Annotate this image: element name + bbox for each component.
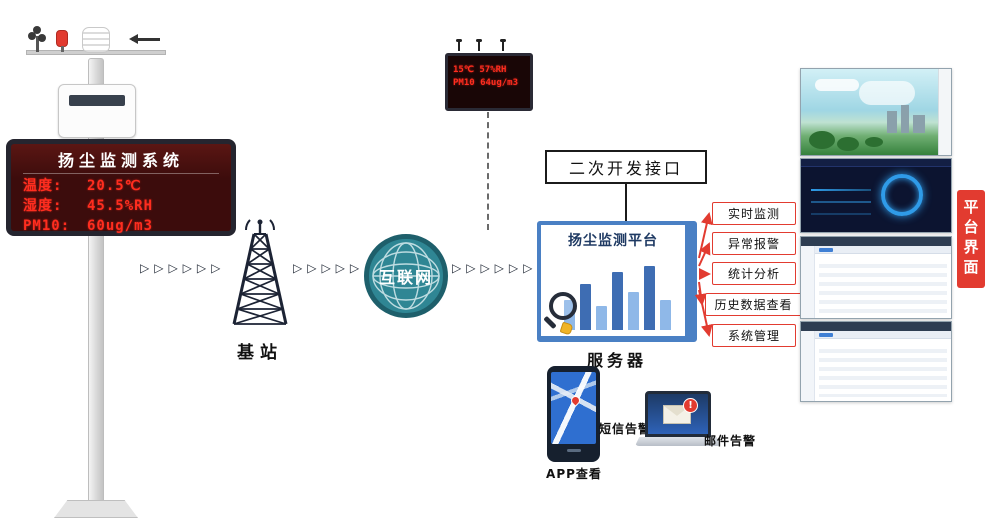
globe-meridians (372, 242, 440, 310)
api-connector-line (625, 184, 627, 221)
building-shape (887, 111, 897, 133)
reading-label: 温度: (23, 178, 63, 194)
display-title: 扬尘监测系统 (23, 147, 219, 174)
chart-bar (611, 272, 623, 330)
table-toolbar (801, 246, 951, 254)
api-interface-box: 二次开发接口 (545, 150, 707, 184)
chart-bar (579, 284, 591, 330)
alarm-beacon-icon (56, 30, 68, 47)
table-button-shape (819, 248, 833, 252)
server-label: 服务器 (586, 351, 647, 370)
reading-value: 60ug/m3 (87, 218, 154, 234)
sparkline-shape (811, 189, 871, 191)
cloud-shape (815, 79, 859, 91)
chart-bar (643, 266, 655, 330)
phone-home-button (566, 449, 581, 452)
cabinet-label-strip (69, 95, 125, 106)
chart-bar (595, 306, 607, 330)
phone-map-screen (551, 372, 596, 444)
phone-icon (547, 366, 600, 462)
side-panel-shape (938, 69, 951, 155)
function-box-history: 历史数据查看 (705, 293, 802, 316)
internet-label: 互联网 (378, 268, 433, 287)
anemometer-icon (28, 32, 36, 40)
internet-globe-icon: 互联网 (364, 234, 448, 318)
alarm-beacon-stem (61, 46, 64, 52)
station-pole-base (54, 500, 138, 518)
dashed-connector (487, 112, 489, 230)
radiation-shield-icon (82, 27, 110, 53)
hand-cursor-icon (559, 321, 574, 336)
arrow-chain-internet-to-server: ▷▷▷▷▷▷ (452, 261, 538, 275)
table-header-bar (801, 237, 951, 246)
dashboard-header (801, 159, 951, 167)
mini-display-line1: 15℃ 57%RH (453, 65, 507, 75)
alert-badge: ! (683, 398, 698, 413)
sensor-cabinet (58, 84, 136, 138)
app-view-label: APP查看 (546, 467, 602, 481)
platform-title: 扬尘监测平台 (568, 233, 658, 249)
led-display-board: 扬尘监测系统 温度: 20.5℃ 湿度: 45.5%RH PM10: 60ug/… (6, 139, 236, 236)
function-box-system: 系统管理 (712, 324, 796, 347)
building-shape (913, 115, 925, 133)
reading-value: 45.5%RH (87, 198, 154, 214)
mini-led-display: 15℃ 57%RH PM10 64ug/m3 (445, 53, 533, 111)
table-button-shape (819, 333, 833, 337)
table-toolbar (801, 331, 951, 339)
screenshot-data-table-1 (800, 236, 952, 319)
gauge-icon (881, 174, 923, 216)
arrow-chain-station-to-tower: ▷▷▷▷▷▷ (140, 261, 226, 275)
display-readings: 温度: 20.5℃ 湿度: 45.5%RH PM10: 60ug/m3 (23, 176, 219, 236)
base-station-label: 基站 (237, 343, 283, 363)
sms-alert-label: 短信告警 (599, 422, 652, 436)
table-rows (819, 259, 947, 314)
table-sidebar (801, 331, 815, 401)
mini-sensor-icon (500, 39, 506, 51)
reading-label: 湿度: (23, 198, 63, 214)
email-alert-label: 邮件告警 (704, 434, 757, 448)
wind-vane-icon (129, 34, 160, 44)
table-header-bar (801, 322, 951, 331)
mini-sensor-icon (456, 39, 462, 51)
function-box-alarm: 异常报警 (712, 232, 796, 255)
chart-bar (659, 300, 671, 330)
reading-row-humidity: 湿度: 45.5%RH (23, 196, 219, 216)
table-rows (819, 344, 947, 397)
laptop-icon: ! (645, 391, 711, 437)
reading-value: 20.5℃ (87, 178, 142, 194)
screenshot-dark-dashboard (800, 158, 952, 233)
laptop-base (635, 437, 721, 446)
function-box-realtime: 实时监测 (712, 202, 796, 225)
mini-sensor-icon (476, 39, 482, 51)
tree-shape (809, 131, 835, 149)
map-pin-icon (569, 394, 582, 407)
reading-label: PM10: (23, 218, 71, 234)
reading-row-temperature: 温度: 20.5℃ (23, 176, 219, 196)
screenshot-data-table-2 (800, 321, 952, 402)
anemometer-stem (36, 36, 39, 52)
magnifier-icon (549, 292, 577, 320)
reading-row-pm10: PM10: 60ug/m3 (23, 216, 219, 236)
table-sidebar (801, 246, 815, 318)
base-station-tower-icon (224, 212, 296, 336)
building-shape (901, 105, 909, 133)
chart-bar (627, 292, 639, 330)
mini-display-line2: PM10 64ug/m3 (453, 78, 519, 88)
arrow-chain-tower-to-internet: ▷▷▷▷▷ (293, 261, 365, 275)
server-box: 扬尘监测平台 (537, 221, 697, 342)
email-envelope-icon: ! (663, 398, 698, 424)
platform-panel-label: 平台界面 (957, 190, 985, 288)
function-box-statistics: 统计分析 (712, 262, 796, 285)
screenshot-monitor-scene (800, 68, 952, 156)
